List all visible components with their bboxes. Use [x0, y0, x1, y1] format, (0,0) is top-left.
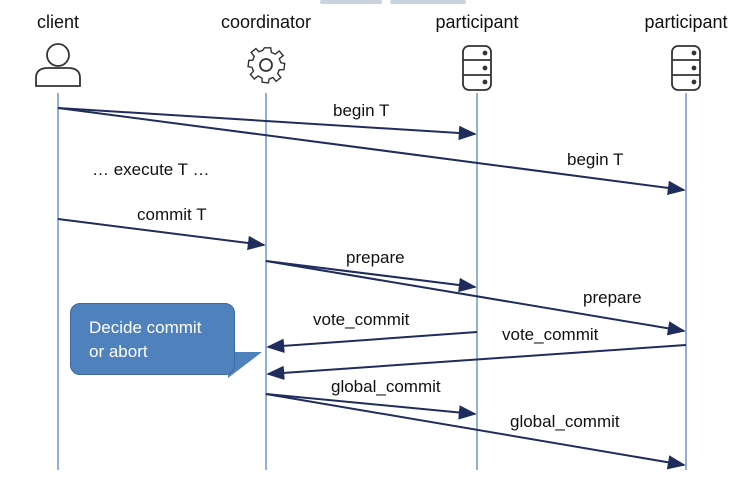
callout-line-2: or abort [89, 342, 148, 361]
window-handle-left[interactable] [320, 0, 382, 4]
arrow-prepare-participant-2 [265, 260, 686, 336]
decision-callout: Decide commit or abort [70, 303, 235, 375]
arrow-begin-t-participant-1 [57, 107, 477, 141]
window-handle-right[interactable] [390, 0, 466, 4]
role-label-participant-2: participant [644, 12, 728, 32]
database-icon [462, 45, 492, 91]
arrow-global-commit-participant-2 [265, 393, 686, 470]
label-begin-t-2: begin T [567, 150, 624, 169]
label-vote-commit-2: vote_commit [502, 325, 599, 344]
arrow-prepare-participant-1 [265, 260, 477, 293]
role-label-coordinator: coordinator [220, 12, 312, 32]
label-global-commit-2: global_commit [510, 412, 620, 431]
label-prepare-2: prepare [583, 288, 642, 307]
label-begin-t-1: begin T [333, 101, 390, 120]
label-global-commit-1: global_commit [331, 377, 441, 396]
role-label-participant-1: participant [435, 12, 519, 32]
callout-line-1: Decide commit [89, 318, 202, 337]
arrow-vote-commit-participant-1 [266, 331, 478, 354]
database-icon [671, 45, 701, 91]
role-label-client: client [36, 12, 80, 32]
arrow-commit-t [57, 218, 266, 251]
label-execute-t: … execute T … [92, 160, 210, 179]
label-vote-commit-1: vote_commit [313, 310, 410, 329]
arrow-global-commit-participant-1 [265, 393, 477, 420]
gear-icon [247, 47, 286, 84]
arrow-vote-commit-participant-2 [266, 344, 687, 381]
label-commit-t: commit T [137, 205, 207, 224]
label-prepare-1: prepare [346, 248, 405, 267]
arrow-begin-t-participant-2 [57, 107, 686, 196]
user-icon [35, 43, 81, 87]
